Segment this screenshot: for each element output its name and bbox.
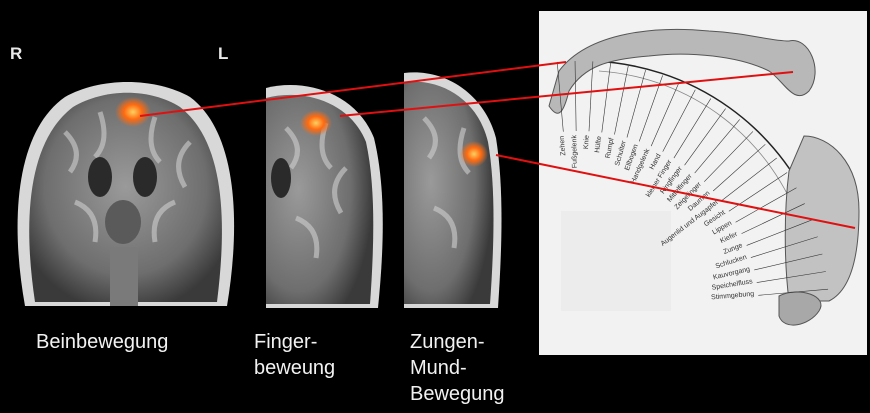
- caption-line: Zungen-: [410, 329, 505, 355]
- coronal-scan-finger: [266, 68, 388, 308]
- motor-homunculus-panel: ZehenFußgelenkKnieHüfteRumpfSchulterEllb…: [539, 11, 867, 355]
- caption-leg-movement: Beinbewegung: [36, 329, 168, 355]
- caption-line: Finger-: [254, 329, 335, 355]
- coronal-scan-tongue: [404, 68, 506, 308]
- caption-line: Beinbewegung: [36, 329, 168, 355]
- coronal-scan-leg: [5, 72, 245, 306]
- caption-finger-movement: Finger- beweung: [254, 329, 335, 381]
- activation-spot-finger: [300, 110, 332, 136]
- caption-tongue-mouth-movement: Zungen- Mund- Bewegung: [410, 329, 505, 407]
- activation-spot-leg: [115, 97, 151, 127]
- activation-spot-tongue: [460, 141, 488, 167]
- homunculus-label: Knie: [583, 135, 591, 149]
- right-hemisphere-label: R: [10, 44, 22, 64]
- left-hemisphere-label: L: [218, 44, 228, 64]
- caption-line: Mund-: [410, 355, 505, 381]
- caption-line: Bewegung: [410, 381, 505, 407]
- caption-line: beweung: [254, 355, 335, 381]
- homunculus-label: Fußgelenk: [571, 134, 579, 168]
